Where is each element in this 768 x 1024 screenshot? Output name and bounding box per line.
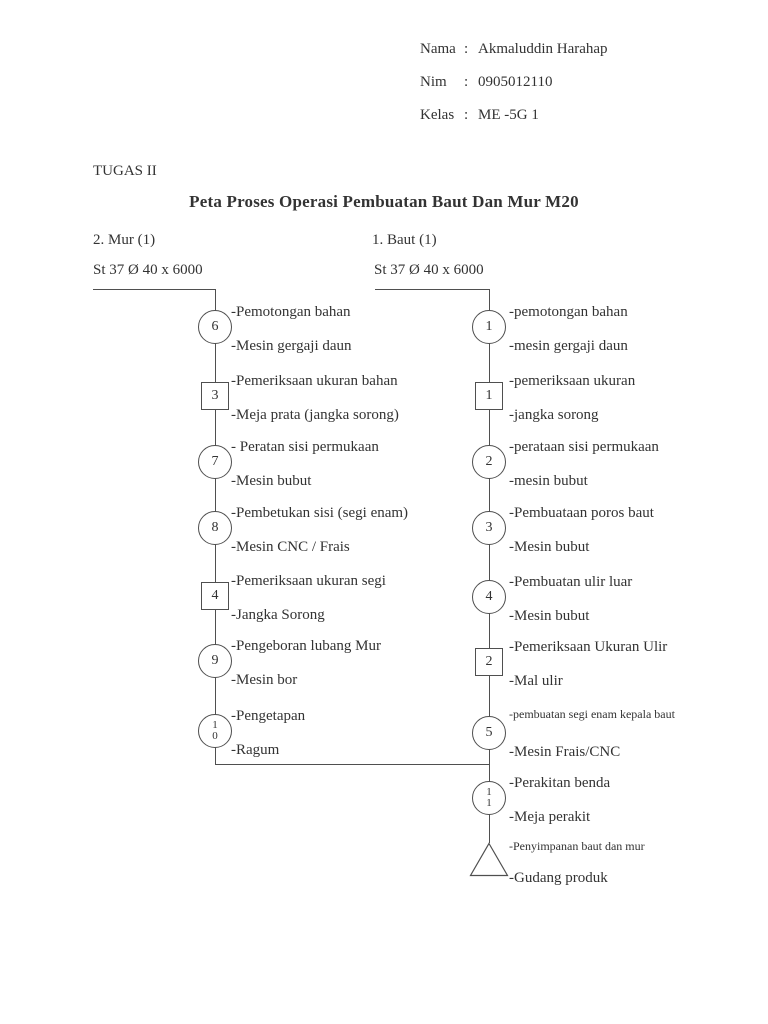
op-label: -Pemeriksaan ukuran segi — [231, 573, 386, 589]
info-label: Nama — [420, 41, 456, 57]
op-label: -mesin bubut — [509, 473, 588, 489]
op-label: -Mesin bubut — [509, 608, 590, 624]
student-info: Nama : Akmaluddin Harahap Nim : 09050121… — [420, 41, 608, 140]
op-label: -Pembuataan poros baut — [509, 505, 654, 521]
baut-operation-2-circle: 2 — [472, 445, 506, 479]
storage-triangle-icon — [469, 842, 509, 877]
op-label: -Jangka Sorong — [231, 607, 325, 623]
info-value: ME -5G 1 — [478, 107, 539, 123]
mur-material-label: St 37 Ø 40 x 6000 — [93, 262, 203, 278]
operation-number: 7 — [211, 454, 219, 469]
op-label: - Peratan sisi permukaan — [231, 439, 379, 455]
op-label: -Pembetukan sisi (segi enam) — [231, 505, 409, 521]
op-label: -Perakitan benda — [509, 775, 611, 791]
op-label: -mesin gergaji daun — [509, 338, 628, 354]
op-label: -Pembuatan ulir luar — [509, 574, 633, 590]
op-label: -Mesin gergaji daun — [231, 338, 352, 354]
info-value: 0905012110 — [478, 74, 553, 90]
mur-inspection-4-square: 4 — [201, 582, 229, 610]
baut-column-heading: 1. Baut (1) — [372, 232, 437, 248]
mur-operation-10-circle: 1 0 — [198, 714, 232, 748]
op-label: -Mesin bor — [231, 672, 298, 688]
info-value: Akmaluddin Harahap — [478, 41, 608, 57]
op-label: -pemeriksaan ukuran — [509, 373, 636, 389]
mur-operation-9-circle: 9 — [198, 644, 232, 678]
baut-operation-3-circle: 3 — [472, 511, 506, 545]
op-label: -Pengeboran lubang Mur — [231, 638, 381, 654]
operation-number: 9 — [211, 653, 219, 668]
operation-number: 3 — [485, 520, 493, 535]
op-label: -Ragum — [231, 742, 280, 758]
page-title: Peta Proses Operasi Pembuatan Baut Dan M… — [189, 192, 579, 211]
mur-to-baut-connector-line — [215, 764, 490, 765]
inspection-number: 3 — [211, 388, 219, 403]
baut-material-label: St 37 Ø 40 x 6000 — [374, 262, 484, 278]
baut-inspection-1-square: 1 — [475, 382, 503, 410]
op-label: -perataan sisi permukaan — [509, 439, 659, 455]
operation-number: 1 — [485, 319, 493, 334]
baut-operation-1-circle: 1 — [472, 310, 506, 344]
info-row-kelas: Kelas : ME -5G 1 — [420, 107, 608, 123]
info-label: Kelas — [420, 107, 455, 123]
mur-material-line — [93, 289, 216, 290]
mur-operation-7-circle: 7 — [198, 445, 232, 479]
operation-number: 4 — [485, 589, 493, 604]
operation-number: 8 — [211, 520, 219, 535]
info-row-nama: Nama : Akmaluddin Harahap — [420, 41, 608, 57]
mur-column-heading: 2. Mur (1) — [93, 232, 156, 248]
operation-number: 5 — [485, 725, 493, 740]
op-label: -pembuatan segi enam kepala baut — [509, 707, 675, 721]
op-label: -jangka sorong — [509, 407, 599, 423]
op-label: -Mesin Frais/CNC — [509, 744, 621, 760]
op-label: -Meja prata (jangka sorong) — [231, 407, 399, 423]
baut-operation-4-circle: 4 — [472, 580, 506, 614]
op-label: -Meja perakit — [509, 809, 591, 825]
op-label: -Mal ulir — [509, 673, 563, 689]
info-separator: : — [464, 41, 469, 57]
op-label: -Mesin CNC / Frais — [231, 539, 350, 555]
inspection-number: 4 — [211, 588, 219, 603]
mur-operation-8-circle: 8 — [198, 511, 232, 545]
operation-number: 2 — [485, 454, 493, 469]
op-label: -Gudang produk — [509, 870, 608, 886]
baut-spine-line — [489, 289, 490, 843]
op-label: -Mesin bubut — [509, 539, 590, 555]
inspection-number: 1 — [485, 388, 493, 403]
op-label: -pemotongan bahan — [509, 304, 628, 320]
operation-number: 1 0 — [212, 718, 218, 742]
operation-number: 6 — [211, 319, 219, 334]
op-label: -Mesin bubut — [231, 473, 312, 489]
baut-material-line — [375, 289, 490, 290]
baut-inspection-2-square: 2 — [475, 648, 503, 676]
info-separator: : — [464, 107, 469, 123]
op-label: -Penyimpanan baut dan mur — [509, 839, 645, 853]
inspection-number: 2 — [485, 654, 493, 669]
assembly-operation-11-circle: 1 1 — [472, 781, 506, 815]
info-row-nim: Nim : 0905012110 — [420, 74, 608, 90]
op-label: -Pemeriksaan ukuran bahan — [231, 373, 398, 389]
baut-operation-5-circle: 5 — [472, 716, 506, 750]
assignment-label: TUGAS II — [93, 163, 157, 179]
op-label: -Pemeriksaan Ukuran Ulir — [509, 639, 668, 655]
operation-number: 1 1 — [486, 785, 492, 809]
mur-operation-6-circle: 6 — [198, 310, 232, 344]
mur-inspection-3-square: 3 — [201, 382, 229, 410]
info-separator: : — [464, 74, 469, 90]
op-label: -Pengetapan — [231, 708, 306, 724]
op-label: -Pemotongan bahan — [231, 304, 351, 320]
info-label: Nim — [420, 74, 447, 90]
